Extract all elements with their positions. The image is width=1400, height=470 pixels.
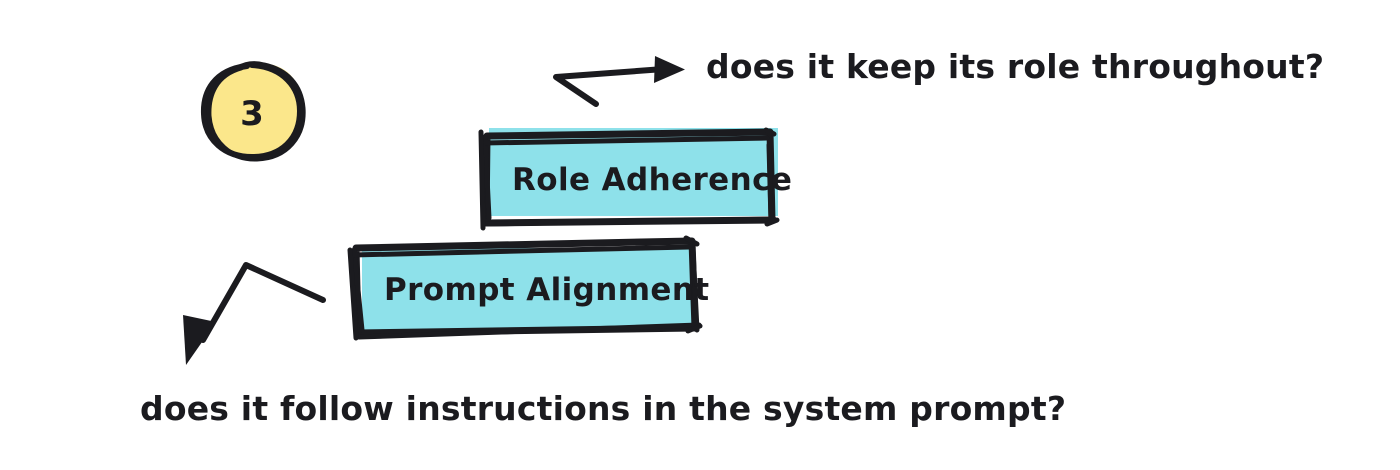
caption-prompt-question: does it follow instructions in the syste…	[140, 389, 1066, 428]
box-corner-ticks	[347, 235, 703, 341]
arrow-head	[183, 315, 216, 365]
box-outline-stroke-2	[350, 244, 702, 340]
arrow-shaft	[200, 262, 326, 343]
box-corner-ticks	[478, 127, 780, 231]
step-badge: 3	[200, 61, 306, 162]
box-outline-stroke-2	[481, 134, 777, 227]
arrow-to-role-question	[553, 56, 685, 107]
box-role-adherence[interactable]: Role Adherence	[478, 127, 792, 231]
arrow-head	[654, 56, 685, 83]
box-prompt-alignment[interactable]: Prompt Alignment	[347, 235, 710, 341]
caption-role-question: does it keep its role throughout?	[706, 47, 1324, 86]
arrow-to-prompt-question	[183, 262, 326, 365]
badge-outline-stroke-2	[206, 61, 306, 162]
box-label: Role Adherence	[512, 162, 792, 198]
box-label: Prompt Alignment	[384, 272, 710, 308]
box-fill	[362, 248, 692, 330]
badge-label: 3	[240, 94, 264, 134]
arrow-shaft	[553, 66, 667, 107]
badge-fill	[210, 63, 303, 159]
